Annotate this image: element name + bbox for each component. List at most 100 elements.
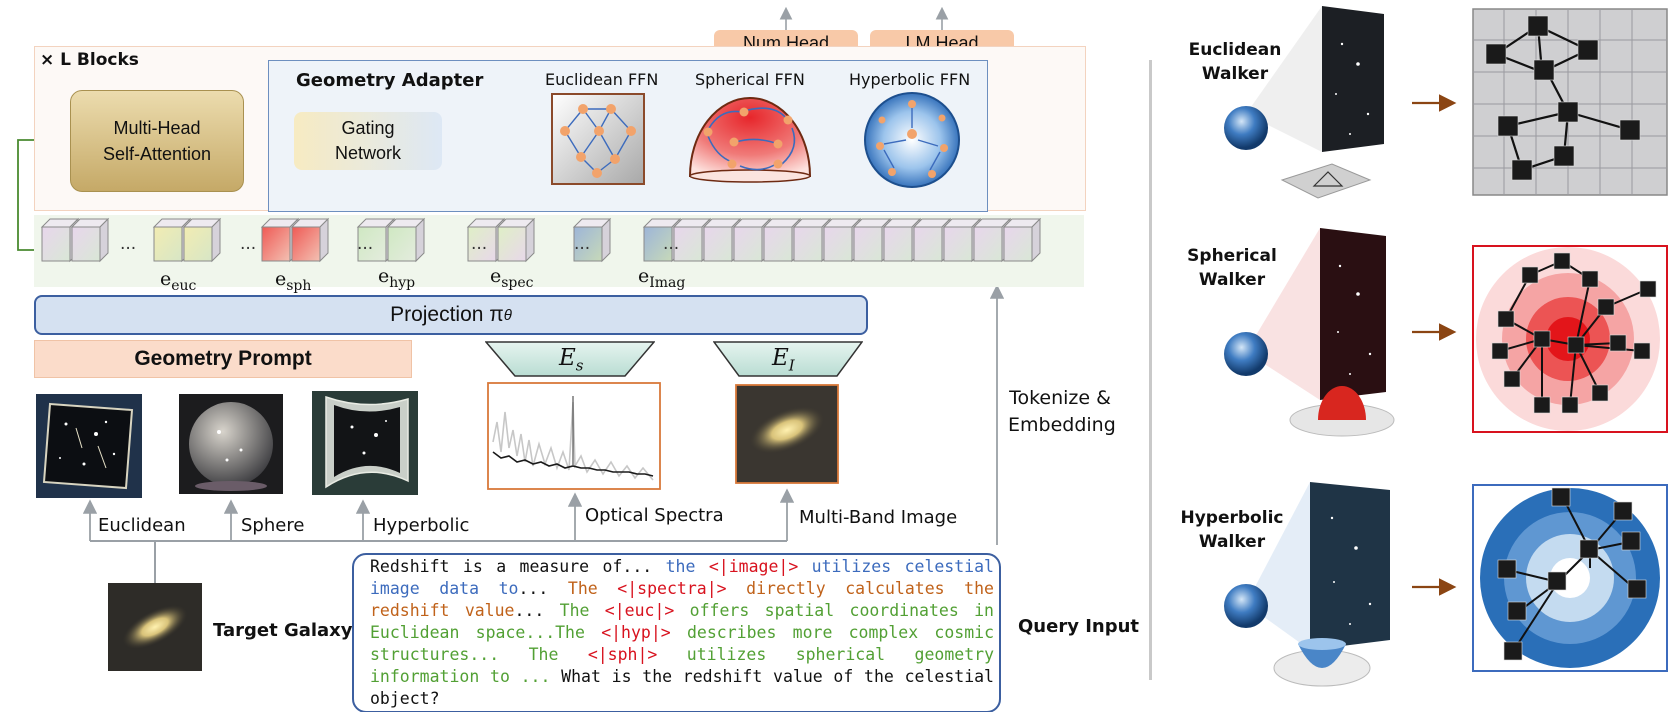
section-divider — [1149, 60, 1152, 680]
query-segment: describes more complex cosmic structures… — [370, 623, 995, 664]
spectra-encoder — [485, 341, 655, 377]
token-label-hyp-sub: hyp — [389, 274, 416, 291]
ellipsis-4: ... — [471, 234, 488, 254]
spherical-walker-scene — [1224, 228, 1395, 437]
query-segment: ... — [514, 601, 560, 620]
query-segment: Redshift is a measure of... — [370, 557, 666, 576]
euclidean-walker-line1: Euclidean — [1188, 40, 1282, 60]
image-encoder — [713, 341, 863, 377]
hyperbolic-walker-line1: Hyperbolic — [1180, 508, 1284, 528]
token-cube — [182, 217, 222, 263]
spectra-encoder-e: E — [559, 345, 576, 371]
euclidean-input-label: Euclidean — [98, 515, 186, 536]
token-label-hyp-e: e — [378, 265, 390, 287]
query-input-box — [352, 553, 1001, 712]
query-input-label: Query Input — [1018, 616, 1140, 637]
euclidean-ffn-graphic — [551, 93, 645, 185]
spectra-encoder-sub: s — [575, 356, 584, 375]
query-segment: <|spectra|> — [617, 579, 727, 598]
spherical-ffn-graphic — [688, 97, 812, 183]
spherical-walker-line2: Walker — [1198, 270, 1266, 290]
token-label-spec: espec — [490, 265, 534, 291]
geometry-prompt-title: Geometry Prompt — [134, 347, 312, 370]
euclidean-walker-line2: Walker — [1201, 64, 1269, 84]
image-encoder-e: E — [772, 345, 789, 371]
query-segment: <|sph|> — [587, 645, 658, 664]
token-cube — [572, 217, 612, 263]
sphere-input-label: Sphere — [241, 515, 305, 536]
token-label-imag-e: e — [638, 265, 650, 287]
sphere-image — [179, 394, 283, 494]
token-label-euc-e: e — [160, 268, 172, 290]
token-label-euc: eeuc — [160, 268, 196, 294]
euclidean-walker-graph — [1472, 8, 1668, 196]
gating-line2: Network — [334, 143, 401, 163]
token-label-imag: eImag — [638, 265, 685, 291]
projection-sub: θ — [503, 306, 512, 324]
query-segment: offers spatial coordinates in Euclidean … — [370, 601, 994, 642]
token-label-spec-sub: spec — [501, 274, 534, 291]
query-segment: the — [665, 557, 709, 576]
token-label-sph-e: e — [275, 268, 287, 290]
tokenize-line1: Tokenize & — [1009, 387, 1111, 409]
euclidean-walker-scene — [1224, 6, 1384, 199]
query-segment: <|hyp|> — [601, 623, 671, 642]
token-label-sph: esph — [275, 268, 311, 294]
token-cube — [852, 217, 892, 263]
token-cube — [290, 217, 330, 263]
token-label-euc-sub: euc — [171, 277, 197, 294]
geometry-prompt-banner: Geometry Prompt — [34, 340, 412, 378]
euclidean-ffn-label: Euclidean FFN — [545, 70, 659, 89]
spherical-ffn-label: Spherical FFN — [695, 70, 805, 89]
optical-spectra-plot — [487, 382, 661, 490]
spectra-encoder-label: Es — [559, 345, 584, 375]
target-galaxy-label: Target Galaxy — [213, 620, 353, 641]
euclidean-plane-image — [36, 394, 142, 498]
hyperbolic-walker-line2: Walker — [1198, 532, 1266, 552]
tokenize-line2: Embedding — [1008, 414, 1116, 436]
optical-spectra-label: Optical Spectra — [585, 505, 724, 526]
spherical-walker-graph — [1472, 245, 1668, 433]
hyperbolic-ffn-graphic — [864, 92, 960, 188]
token-cube — [1002, 217, 1042, 263]
mhsa-line1: Multi-Head — [113, 118, 201, 138]
target-galaxy-image — [108, 583, 202, 671]
hyperbolic-walker-graph — [1472, 484, 1668, 672]
spherical-walker-line1: Spherical — [1187, 246, 1277, 266]
hyperbolic-ffn-label: Hyperbolic FFN — [849, 70, 971, 89]
hyperbolic-input-label: Hyperbolic — [373, 515, 470, 536]
multi-band-galaxy-image — [735, 384, 839, 484]
l-blocks-title: × L Blocks — [40, 50, 139, 70]
query-segment: The — [567, 579, 618, 598]
token-cube — [386, 217, 426, 263]
token-cube — [70, 217, 110, 263]
ellipsis-1: ... — [120, 234, 137, 254]
mhsa-line2: Self-Attention — [102, 144, 212, 164]
ellipsis-3: ... — [357, 234, 374, 254]
query-input-text: Redshift is a measure of... the <|image|… — [370, 556, 994, 710]
query-segment: <|euc|> — [604, 601, 675, 620]
token-cubes — [40, 217, 1042, 263]
token-cube — [496, 217, 536, 263]
ellipsis-5: ... — [574, 234, 591, 254]
token-label-hyp: ehyp — [378, 265, 415, 291]
query-segment: The — [559, 601, 605, 620]
image-encoder-label: EI — [772, 345, 795, 375]
token-label-spec-e: e — [490, 265, 502, 287]
hyperbolic-surface-image — [312, 391, 418, 495]
token-label-imag-sub: Imag — [649, 274, 686, 291]
query-segment: directly calculates the redshift value — [370, 579, 994, 620]
query-segment: <|image|> — [708, 557, 799, 576]
ellipsis-2: ... — [240, 234, 257, 254]
tokenize-embedding-label: Tokenize & Embedding — [1008, 385, 1116, 439]
hyperbolic-walker-scene — [1224, 482, 1390, 687]
ellipsis-6: ... — [663, 234, 680, 254]
projection-label: Projection π — [390, 303, 504, 326]
